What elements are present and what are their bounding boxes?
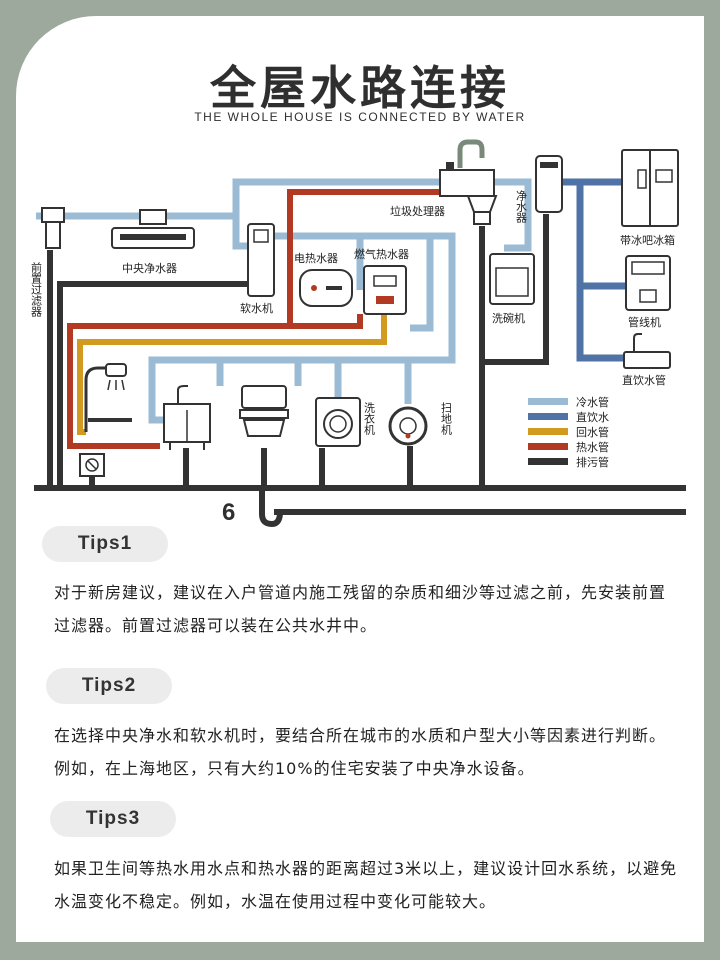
drain-pipes [34,214,686,528]
return-water-pipes [77,310,387,435]
svg-text:冷水管: 冷水管 [576,395,609,409]
legend-item: 排污管 [528,455,609,469]
dishwasher [489,253,535,305]
tip-3-text: 如果卫生间等热水用水点和热水器的距离超过3米以上，建议设计回水系统，以避免水温变… [54,859,678,911]
toilet [239,385,289,437]
svg-text:直饮水: 直饮水 [576,410,609,424]
label-pre-filter: 前置过滤器 [30,261,43,318]
tip-2-title: Tips2 [46,668,172,704]
legend: 冷水管 直饮水 回水管 热水管 排污管 [528,395,609,469]
central-purifier [111,209,195,249]
drinking-faucet [623,333,671,369]
cold-water-pipes [36,178,532,424]
water-softener [247,223,275,297]
legend-item: 回水管 [528,425,609,439]
washbasin [163,385,211,450]
tip-1-text: 对于新房建议，建议在入户管道内施工残留的杂质和细沙等过滤之前，先安装前置过滤器。… [54,583,667,635]
fridge [621,149,679,227]
label-gas-heater: 燃气热水器 [354,247,409,261]
legend-item: 热水管 [528,440,609,454]
label-dishwasher: 洗碗机 [492,311,525,325]
water-purifier [535,155,563,213]
label-electric-heater: 电热水器 [294,252,338,265]
garbage-disposer [439,139,498,225]
label-robot-vacuum: 扫地机 [440,402,453,435]
label-central-purifier: 中央净水器 [122,261,177,275]
page-title: 全屋水路连接 [210,61,510,115]
label-garbage-disposer: 垃圾处理器 [390,204,445,218]
label-softener: 软水机 [240,301,273,315]
label-fridge: 带冰吧冰箱 [620,233,675,247]
robot-vacuum [388,406,428,446]
tip-1-title: Tips1 [42,526,168,562]
diagram-number: 6 [222,499,235,526]
gas-heater [363,265,407,315]
pipeline-machine [625,255,671,311]
hot-water-pipes [67,189,440,449]
label-purifier: 净水器 [515,189,528,224]
label-washer: 洗衣机 [363,402,376,435]
tip-2-text: 在选择中央净水和软水机时，要结合所在城市的水质和户型大小等因素进行判断。例如，在… [54,726,667,778]
direct-drinking-pipes [556,178,626,362]
legend-item: 直饮水 [528,410,609,424]
shower [84,363,132,432]
label-pipeline-machine: 管线机 [628,315,661,329]
page-subtitle: THE WHOLE HOUSE IS CONNECTED BY WATER [194,110,526,124]
content-card: 全屋水路连接 THE WHOLE HOUSE IS CONNECTED BY W… [16,16,704,942]
legend-item: 冷水管 [528,395,609,409]
svg-text:排污管: 排污管 [576,455,609,469]
tip-3-title: Tips3 [50,801,176,837]
washing-machine [315,397,361,447]
svg-text:回水管: 回水管 [576,425,609,439]
pre-filter [41,207,65,249]
svg-text:热水管: 热水管 [576,440,609,454]
label-drinking-faucet: 直饮水管 [622,373,666,387]
electric-heater [299,269,353,307]
water-pipe-diagram: 前置过滤器 中央净水器 软水机 电热水器 燃气热水器 垃圾处理器 净水器 洗碗机… [30,139,686,528]
floor-drain [79,453,105,477]
